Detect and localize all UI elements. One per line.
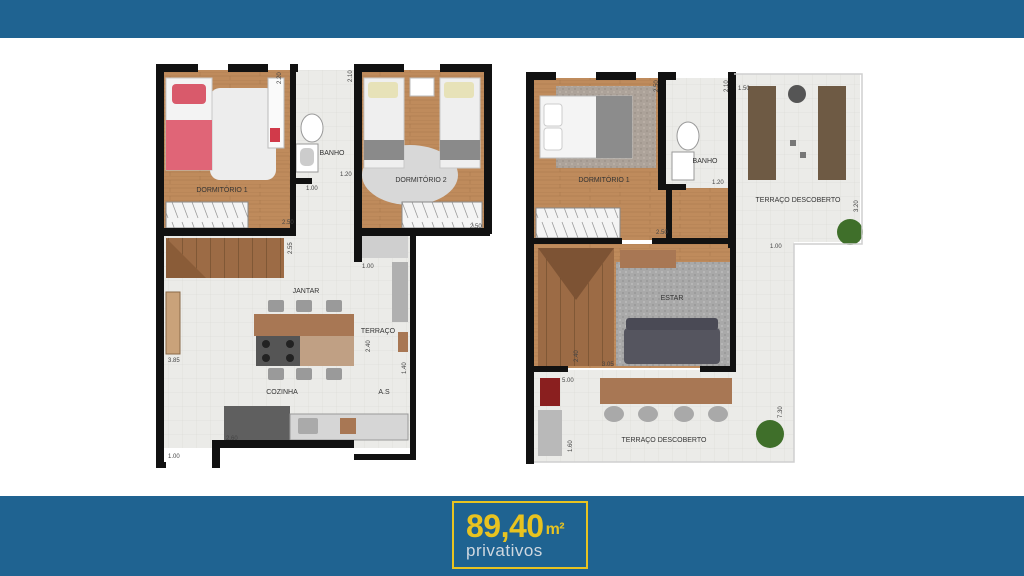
dim-label: 1.00 (306, 186, 318, 192)
dim-label: 3.20 (854, 200, 860, 212)
dim-label: 2.10 (724, 80, 730, 92)
dim-label: 2.50 (470, 224, 482, 230)
r-label-dorm1: DORMITÓRIO 1 (578, 175, 629, 184)
dim-label: 1.00 (362, 264, 374, 270)
plant-2 (756, 420, 784, 448)
dim-label: 1.50 (738, 86, 750, 92)
dim-label: 2.55 (288, 242, 294, 254)
r-label-estar: ESTAR (661, 295, 684, 302)
dim-label: 1.20 (340, 172, 352, 178)
label-jantar: JANTAR (293, 288, 320, 295)
dorm2-closet (401, 201, 483, 229)
dim-label: 1.20 (712, 180, 724, 186)
label-cozinha: COZINHA (266, 389, 298, 396)
dim-label: 3.05 (602, 362, 614, 368)
outdoor-table (600, 378, 732, 404)
area-unit: m² (545, 521, 565, 538)
fridge (224, 406, 290, 440)
area-caption: privativos (466, 541, 543, 560)
left-floor-plan (156, 64, 492, 468)
lounger-2 (818, 86, 846, 180)
dim-label: 7.30 (778, 406, 784, 418)
dim-label: 2.50 (654, 80, 660, 92)
dim-label: 2.50 (282, 220, 294, 226)
area-number: 89,40 (466, 508, 544, 544)
dorm1-closet (165, 201, 249, 229)
top-banner (0, 0, 1024, 38)
dim-label: 2.40 (366, 340, 372, 352)
lounger-1 (748, 86, 776, 180)
r-label-banho: BANHO (693, 158, 718, 165)
dim-label: 1.60 (568, 440, 574, 452)
dim-label: 1.40 (402, 362, 408, 374)
label-banho: BANHO (320, 150, 345, 157)
bottom-banner (0, 496, 1024, 576)
dim-label: 1.00 (168, 454, 180, 460)
plant-1 (837, 219, 863, 245)
label-dorm1: DORMITÓRIO 1 (196, 185, 247, 194)
r-closet (535, 207, 621, 239)
cooktop (256, 336, 300, 366)
right-floor-plan (526, 72, 863, 464)
label-terraco: TERRAÇO (361, 328, 396, 335)
hall-floor (292, 178, 360, 234)
dim-label: 1.00 (770, 244, 782, 250)
label-as: A.S (378, 389, 390, 396)
left-walls (156, 64, 492, 468)
dining-table (254, 314, 354, 336)
dim-label: 2.10 (348, 70, 354, 82)
dim-label: 2.40 (574, 350, 580, 362)
r-label-terraco1: TERRAÇO DESCOBERTO (756, 197, 841, 204)
dim-label: 3.85 (168, 358, 180, 364)
label-dorm2: DORMITÓRIO 2 (395, 175, 446, 184)
dim-label: 2.60 (226, 436, 238, 442)
grill (540, 378, 560, 406)
right-walls (526, 72, 736, 464)
dorm1-rug (210, 88, 276, 180)
dim-label: 2.20 (277, 72, 283, 84)
sofa (624, 328, 720, 364)
dim-label: 5.00 (562, 378, 574, 384)
dim-label: 2.50 (656, 230, 668, 236)
r-label-terraco2: TERRAÇO DESCOBERTO (622, 437, 707, 444)
